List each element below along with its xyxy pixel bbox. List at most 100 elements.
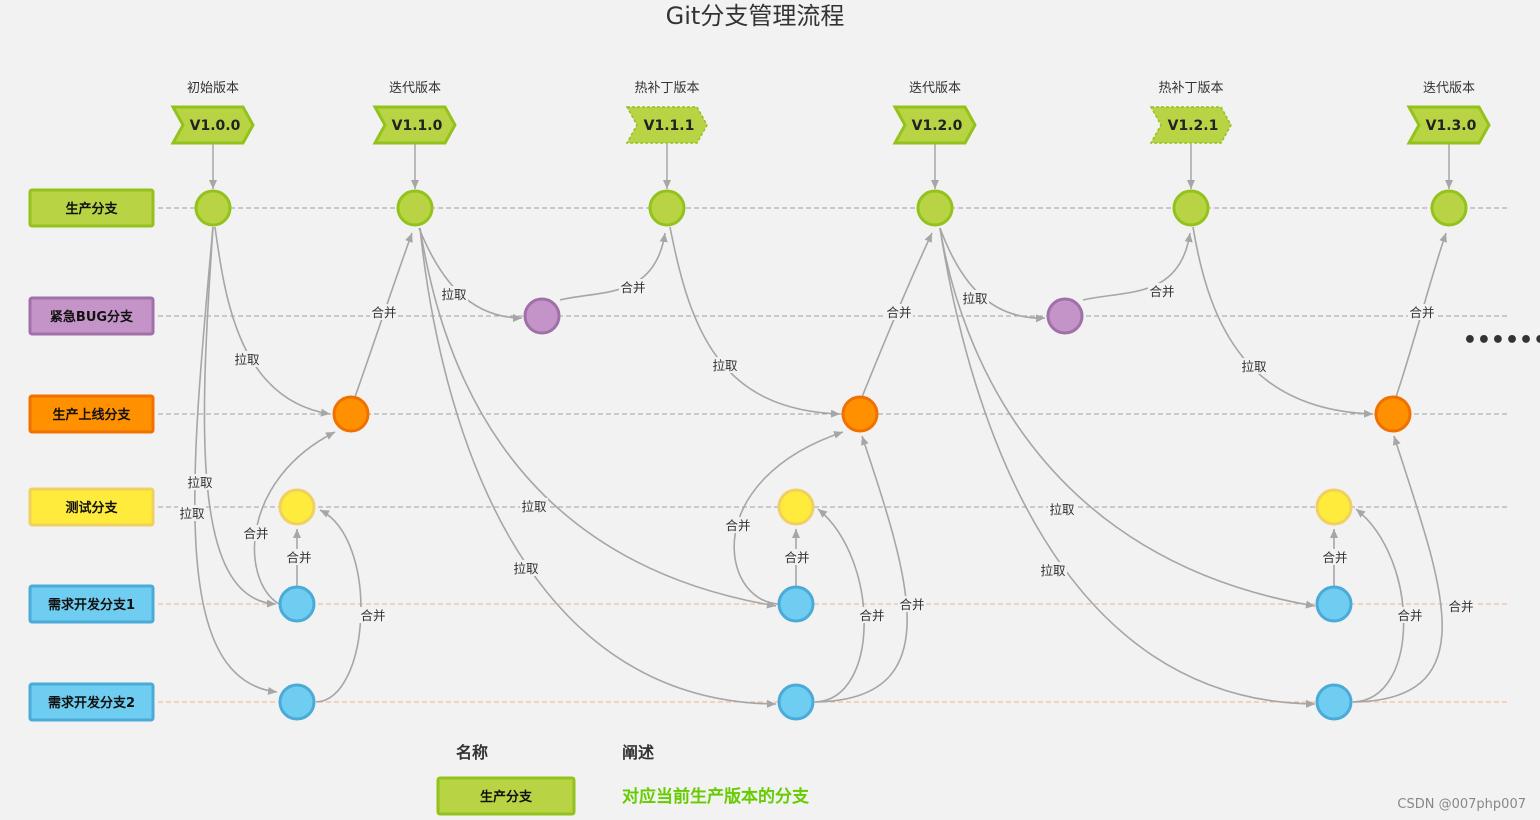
edge-label-merge: 合并 [725, 518, 750, 533]
commit-node-release [332, 395, 370, 433]
edge-label-merge: 合并 [1409, 305, 1434, 320]
edge-label-bg [961, 290, 989, 306]
flow-edge [814, 508, 865, 703]
commit-node-dev1 [1315, 585, 1353, 623]
edge-label-merge: 合并 [1149, 284, 1174, 299]
version-caption: 热补丁版本 [1158, 81, 1223, 96]
flow-edge [939, 227, 1316, 609]
lane-label-box-bug [28, 296, 155, 336]
lane-label-dev2: 需求开发分支2 [48, 695, 135, 711]
edge-label-bg [1447, 598, 1475, 614]
lane-label-box-test [28, 487, 155, 527]
edge-label-bg [1039, 562, 1067, 578]
flow-edge [814, 435, 908, 703]
lane-label-test: 测试分支 [65, 500, 118, 516]
edge-label-bg [520, 498, 548, 514]
edge-label-bg [186, 474, 214, 490]
edge-label-bg [885, 304, 913, 320]
edges-layer [193, 226, 1447, 708]
edge-label-merge: 合并 [1322, 550, 1347, 565]
edge-label-bg [619, 279, 647, 295]
version-tag [1149, 106, 1232, 144]
edge-label-merge: 合并 [886, 305, 911, 320]
edge-label-bg [285, 549, 313, 565]
edge-label-merge: 合并 [784, 550, 809, 565]
legend-item-desc: 对应当前生产版本的分支 [622, 786, 810, 807]
edge-label-bg [233, 351, 261, 367]
commit-node-bug [523, 297, 561, 335]
legend-item-label: 生产分支 [480, 789, 533, 805]
edge-label-merge: 合并 [859, 608, 884, 623]
edge-label-merge: 合并 [360, 608, 385, 623]
edge-label-bg [440, 286, 468, 302]
edge-label-bg [359, 607, 387, 623]
edge-label-pull: 拉取 [1049, 502, 1075, 517]
edge-label-pull: 拉取 [234, 352, 260, 367]
edge-label-merge: 合并 [371, 305, 396, 320]
legend: 名称 阐述 生产分支 对应当前生产版本的分支 [436, 743, 810, 816]
edge-label-pull: 拉取 [179, 506, 205, 521]
version-caption: 迭代版本 [1423, 81, 1475, 96]
version-label: V1.2.0 [912, 118, 963, 134]
commit-node-dev2 [1315, 683, 1353, 721]
version-tag [170, 105, 255, 145]
commit-node-dev1 [777, 585, 815, 623]
version-tag [1406, 105, 1491, 145]
commit-node-dev2 [777, 683, 815, 721]
continuation-ellipsis: •••••• [1463, 328, 1540, 353]
flow-edge [419, 227, 777, 609]
edge-labels-layer: 拉取拉取拉取合并合并合并合并拉取合并拉取拉取拉取合并合并合并合并合并拉取合并拉取… [178, 279, 1475, 623]
version-caption: 初始版本 [187, 81, 239, 96]
edge-label-bg [898, 596, 926, 612]
edge-label-bg [1321, 549, 1349, 565]
commit-node-prod [396, 189, 434, 227]
flow-edge [1192, 226, 1374, 418]
flow-edge [1352, 508, 1405, 703]
flow-edge [939, 227, 1046, 323]
commit-node-test [278, 488, 316, 526]
version-caption: 迭代版本 [389, 81, 441, 96]
edge-label-bg [370, 304, 398, 320]
commit-node-release [1374, 395, 1412, 433]
version-label: V1.1.0 [392, 118, 443, 134]
watermark: CSDN @007php007 [1397, 797, 1526, 812]
legend-item-box [436, 776, 576, 816]
version-label: V1.1.1 [644, 118, 695, 134]
versions-layer: 初始版本V1.0.0迭代版本V1.1.0热补丁版本V1.1.1迭代版本V1.2.… [170, 81, 1491, 189]
edge-label-bg [1396, 607, 1424, 623]
lane-label-box-dev1 [28, 584, 155, 624]
flow-edge [1352, 435, 1443, 703]
commit-node-dev2 [278, 683, 316, 721]
flow-edge [559, 232, 668, 301]
edge-label-pull: 拉取 [1040, 563, 1066, 578]
commit-node-test [1315, 488, 1353, 526]
legend-name-header: 名称 [456, 743, 488, 762]
edge-label-bg [178, 505, 206, 521]
version-tag [892, 105, 977, 145]
nodes-layer [194, 189, 1468, 721]
lane-label-box-dev2 [28, 682, 155, 722]
version-caption: 热补丁版本 [634, 81, 699, 96]
edge-label-pull: 拉取 [187, 475, 213, 490]
flow-edge [315, 509, 362, 703]
edge-label-bg [1240, 358, 1268, 374]
version-tag [372, 105, 457, 145]
edge-label-pull: 拉取 [513, 561, 539, 576]
version-label: V1.2.1 [1168, 118, 1219, 134]
commit-node-release [841, 395, 879, 433]
flow-edge [419, 227, 777, 708]
commit-node-prod [194, 189, 232, 227]
edge-label-pull: 拉取 [962, 291, 988, 306]
edge-label-pull: 拉取 [521, 499, 547, 514]
lane-label-bug: 紧急BUG分支 [50, 309, 134, 325]
flow-edge [418, 227, 523, 322]
flow-edge [203, 226, 277, 608]
commit-node-prod [648, 189, 686, 227]
version-caption: 迭代版本 [909, 81, 961, 96]
flow-edge [214, 226, 331, 417]
edge-label-pull: 拉取 [441, 287, 467, 302]
flow-edge [669, 226, 841, 418]
edge-label-merge: 合并 [1397, 608, 1422, 623]
